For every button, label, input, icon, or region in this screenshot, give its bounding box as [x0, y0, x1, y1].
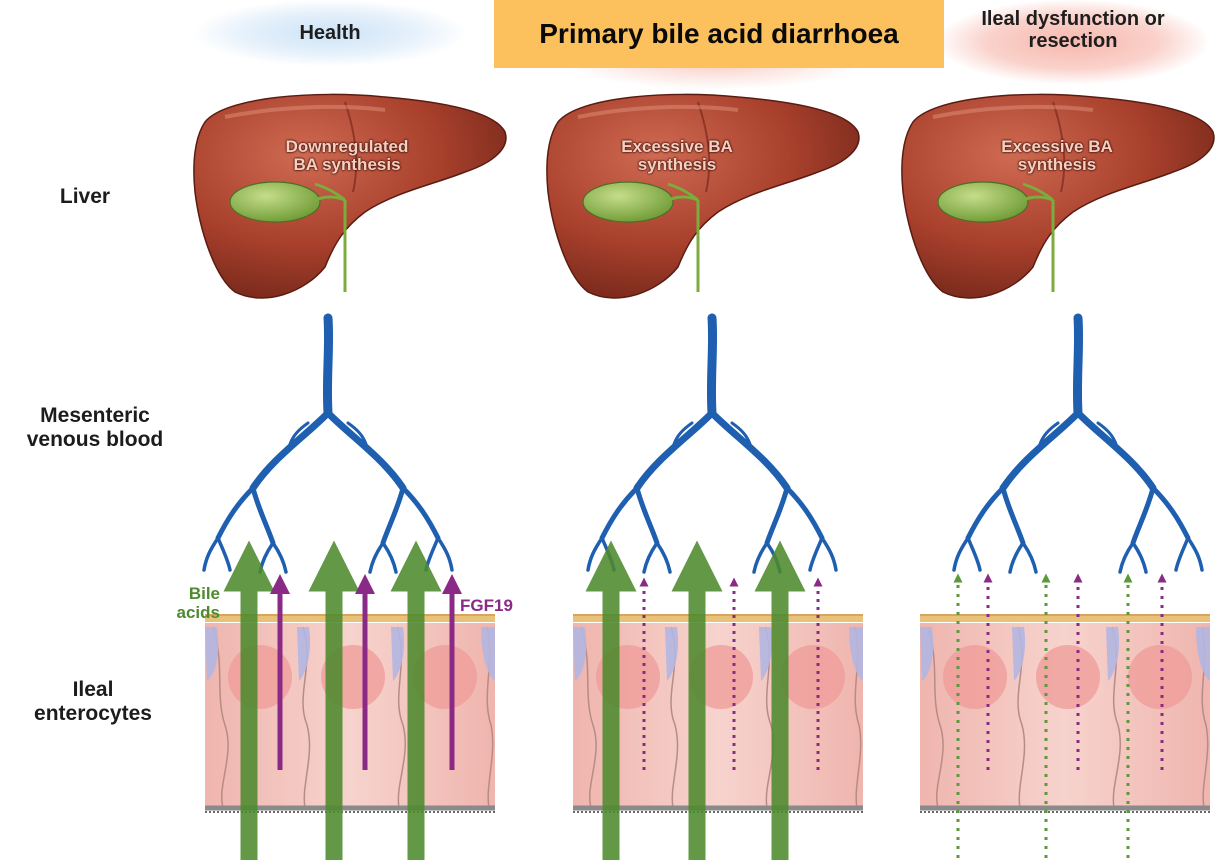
liver-label-health: Downregulated BA synthesis	[282, 138, 412, 174]
bile-acids-label: Bile acids	[160, 584, 220, 622]
vein-ileal	[954, 318, 1202, 572]
liver-primary	[547, 94, 859, 298]
enterocytes-ileal	[920, 615, 1210, 812]
title-banner: Primary bile acid diarrhoea	[494, 0, 944, 68]
liver-health	[194, 94, 506, 298]
fgf19-label: FGF19	[460, 596, 540, 616]
row-label-mesenteric: Mesenteric venous blood	[10, 404, 180, 452]
row-label-ileal: Ileal enterocytes	[18, 678, 168, 726]
row-label-liver: Liver	[20, 185, 150, 209]
vein-primary	[588, 318, 836, 572]
vein-health	[204, 318, 452, 572]
column-heading-ileal: Ileal dysfunction or resection	[968, 8, 1178, 52]
liver-label-primary: Excessive BA synthesis	[612, 138, 742, 174]
column-heading-health: Health	[250, 22, 410, 45]
liver-label-ileal: Excessive BA synthesis	[992, 138, 1122, 174]
liver-ileal	[902, 94, 1214, 298]
